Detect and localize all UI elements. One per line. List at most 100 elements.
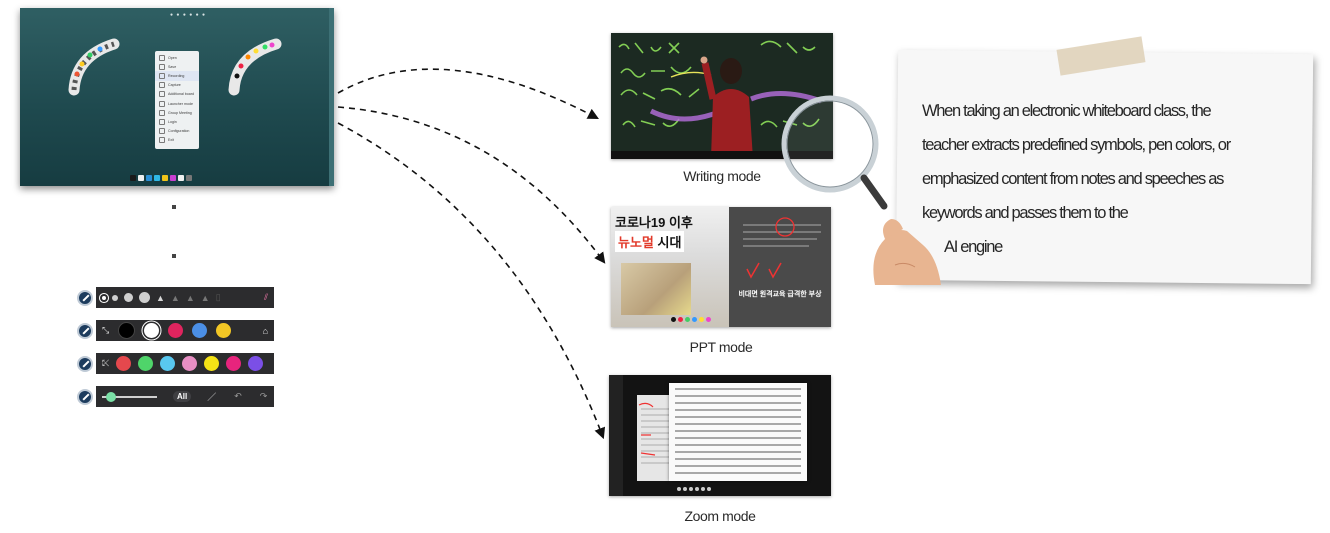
ppt-mode-caption: PPT mode [689, 339, 753, 355]
pen-size-icon[interactable] [77, 289, 93, 306]
color-swatch[interactable] [204, 356, 220, 371]
zoomed-document-lines [675, 388, 801, 474]
thickness-option[interactable] [124, 293, 133, 302]
note-line: teacher extracts predefined symbols, pen… [922, 136, 1231, 154]
eraser-size-slider[interactable] [102, 391, 157, 402]
writing-board-image [611, 33, 833, 159]
dock-item[interactable] [146, 175, 152, 181]
toolbar-dot[interactable] [707, 487, 711, 491]
eraser-icon[interactable] [77, 388, 93, 405]
color-swatch[interactable] [168, 323, 184, 338]
color-swatch[interactable] [216, 323, 232, 338]
color-swatch[interactable] [144, 323, 160, 338]
thickness-option[interactable] [112, 294, 118, 301]
thickness-option[interactable] [102, 295, 106, 300]
menu-item-capture[interactable]: Capture [155, 81, 199, 90]
magnifying-glass-icon [781, 95, 888, 210]
collapse-icon[interactable]: ⤪ [102, 358, 110, 368]
color-swatch[interactable] [192, 323, 208, 338]
menu-item-group-meeting[interactable]: Group Meeting [155, 108, 199, 117]
whiteboard-desktop-screenshot: ● ● ● ● ● ● Open Save Recording Capture … [20, 8, 334, 186]
color-swatch[interactable] [182, 356, 198, 371]
color-swatch[interactable] [160, 356, 176, 371]
pen-icon[interactable]: ／ [207, 392, 217, 402]
toolbar-colors-bright: ⤪ [77, 353, 274, 374]
menu-item-recording[interactable]: Recording [155, 71, 199, 81]
dock-item[interactable] [170, 175, 176, 181]
zoom-side-strip [609, 375, 623, 496]
pen-tip-icon[interactable]: ▲ [170, 292, 180, 303]
palette-icon[interactable] [77, 355, 93, 372]
color-swatch[interactable] [671, 317, 676, 322]
color-swatch[interactable] [706, 317, 711, 322]
slide-title-line1: 코로나19 이후 [615, 215, 693, 230]
menu-item-exit[interactable]: Exit [155, 136, 199, 145]
redo-icon[interactable]: ↷ [259, 391, 268, 401]
note-line: When taking an electronic whiteboard cla… [922, 102, 1212, 120]
note-line: keywords and passes them to the [922, 204, 1129, 222]
slide-photo [621, 263, 691, 315]
expand-icon[interactable]: ⤡ [102, 325, 110, 335]
toolbar-eraser: All ／ ↶ ↷ [77, 386, 274, 407]
dock-item[interactable] [130, 175, 136, 181]
bottom-dock [130, 175, 192, 181]
toolbar-dot[interactable] [701, 487, 705, 491]
thickness-option[interactable] [139, 292, 150, 303]
color-swatch[interactable] [118, 322, 136, 339]
color-swatch[interactable] [685, 317, 690, 322]
dock-item[interactable] [154, 175, 160, 181]
writing-mode-thumbnail [611, 33, 833, 159]
dock-item[interactable] [178, 175, 184, 181]
undo-icon[interactable]: ↶ [234, 391, 242, 401]
color-swatch[interactable] [678, 317, 683, 322]
slide-right-panel [729, 207, 831, 327]
toolbar-pen-size: ▲ ▲ ▲ ▲ ▯ ⫽ [77, 287, 274, 308]
pen-tip-icon[interactable]: ▯ [215, 292, 221, 302]
arrow-to-writing-mode [337, 68, 599, 120]
slide-subtitle: 비대면 원격교육 급격한 부상 [738, 291, 822, 298]
toolbar-dot[interactable] [683, 487, 687, 491]
ellipsis-dot [172, 254, 176, 258]
note-line: emphasized content from notes and speech… [922, 170, 1224, 188]
menu-item-login[interactable]: Login [155, 117, 199, 126]
pen-tip-icon[interactable]: ⌂ [262, 325, 268, 336]
pen-tip-icon[interactable]: ▲ [156, 292, 165, 303]
toolbar-colors-basic: ⤡ ⌂ [77, 320, 274, 341]
palette-icon[interactable] [77, 322, 93, 339]
rainbow-pen-icon[interactable]: ⫽ [263, 292, 268, 302]
zoom-toolbar [677, 487, 711, 491]
menu-item-open[interactable]: Open [155, 53, 199, 62]
note-line: AI engine [944, 238, 1003, 256]
color-swatch[interactable] [226, 356, 242, 371]
dock-item[interactable] [138, 175, 144, 181]
menu-item-additional-board[interactable]: Additional board [155, 90, 199, 99]
zoom-mode-thumbnail [609, 375, 831, 496]
color-swatch[interactable] [248, 356, 264, 371]
menu-item-configuration[interactable]: Configuration [155, 127, 199, 136]
context-menu: Open Save Recording Capture Additional b… [155, 51, 199, 149]
color-swatch[interactable] [138, 356, 154, 371]
pen-arc-left-icon [68, 38, 120, 96]
slide-title-line2: 뉴노멀 시대 [615, 231, 685, 252]
color-swatch[interactable] [699, 317, 704, 322]
dock-item[interactable] [186, 175, 192, 181]
toolbar-dot[interactable] [689, 487, 693, 491]
side-scrollbar [329, 8, 334, 186]
menu-item-launcher-mode[interactable]: Launcher mode [155, 99, 199, 108]
ppt-toolbar [671, 317, 711, 322]
pen-tip-icon[interactable]: ▲ [200, 292, 210, 303]
clear-all-button[interactable]: All [173, 391, 192, 402]
writing-mode-caption: Writing mode [683, 168, 761, 184]
toolbar-dot[interactable] [677, 487, 681, 491]
dock-item[interactable] [162, 175, 168, 181]
note-text: When taking an electronic whiteboard cla… [922, 94, 1302, 264]
color-swatch[interactable] [116, 356, 132, 371]
toolbar-dot[interactable] [695, 487, 699, 491]
zoomed-document-view [669, 383, 807, 481]
top-indicator-dots: ● ● ● ● ● ● [170, 12, 207, 18]
pen-tip-icon[interactable]: ▲ [185, 292, 195, 303]
hand-icon [873, 219, 941, 285]
menu-item-save[interactable]: Save [155, 62, 199, 71]
color-swatch[interactable] [692, 317, 697, 322]
